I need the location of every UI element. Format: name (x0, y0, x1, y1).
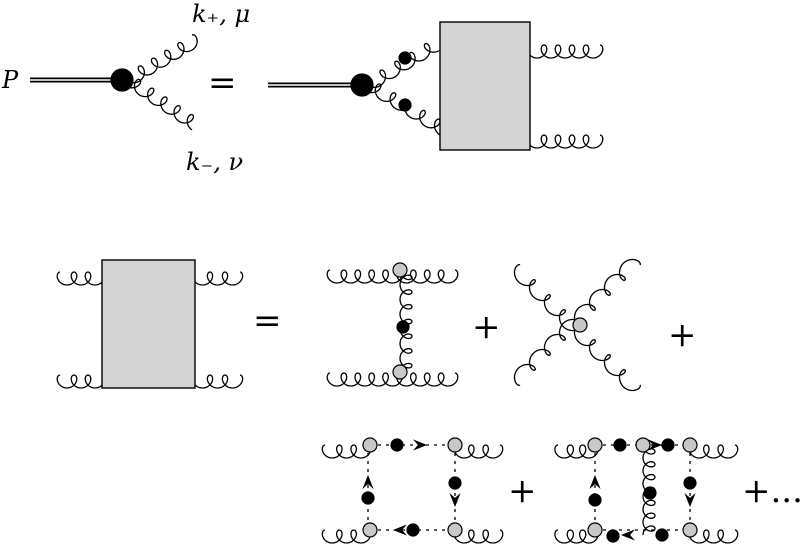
black-dot-vertex (448, 476, 462, 490)
ghost-arrow-icon (648, 439, 662, 451)
gluon-line (191, 271, 244, 286)
black-dot-vertex (396, 320, 410, 334)
gray-dot-vertex (587, 522, 603, 538)
gluon-line (526, 134, 604, 149)
ghost-arrow-icon (393, 524, 407, 536)
gluon-line (453, 444, 504, 459)
black-dot-vertex (606, 529, 620, 543)
plus-sign-1: + (472, 307, 501, 347)
plus-ellipsis: +... (742, 471, 800, 511)
gluon-line (526, 44, 604, 59)
ghost-arrow-icon (684, 493, 696, 507)
gray-dot-vertex (447, 437, 463, 453)
black-dot-vertex (398, 51, 412, 65)
gluon-line (321, 529, 372, 544)
gray-dot-vertex (447, 522, 463, 538)
label-meson-p: P (1, 66, 19, 94)
black-dot-vertex (643, 486, 657, 500)
gray-dot-vertex (587, 437, 603, 453)
ghost-arrow-icon (621, 529, 635, 541)
gluon-line (453, 529, 504, 544)
gluon-line (554, 529, 599, 544)
gluon-line (326, 269, 459, 284)
gray-dot-vertex (362, 437, 378, 453)
gray-dot-vertex (682, 522, 698, 538)
gluon-line (326, 372, 459, 387)
black-dot-vertex (350, 73, 374, 97)
gray-dot-vertex (635, 437, 651, 453)
gray-kernel-box-middle (101, 259, 196, 389)
gluon-line (124, 34, 198, 84)
gluon-line (688, 529, 739, 544)
gluon-line (56, 374, 106, 389)
black-dot-vertex (390, 438, 404, 452)
gray-dot-vertex (682, 437, 698, 453)
gluon-line (364, 34, 446, 89)
ghost-arrow-icon (413, 439, 427, 451)
black-dot-vertex (588, 493, 602, 507)
black-dot-vertex (661, 438, 675, 452)
equals-sign-middle: = (253, 301, 282, 341)
black-dot-vertex (406, 523, 420, 537)
ghost-arrow-icon (589, 475, 601, 489)
black-dot-vertex (361, 491, 375, 505)
ghost-arrow-icon (362, 475, 374, 489)
gluon-line (554, 444, 599, 459)
label-gluon-plus: k₊, μ (192, 0, 250, 28)
gray-dot-vertex (392, 262, 408, 278)
gray-kernel-box-top (439, 21, 531, 151)
gray-dot-vertex (392, 364, 408, 380)
gluon-line (399, 269, 413, 374)
gluon-line (191, 374, 244, 389)
gray-dot-vertex (362, 522, 378, 538)
black-dot-vertex (683, 476, 697, 490)
gluon-line (321, 444, 372, 459)
plus-sign-3: + (508, 471, 537, 511)
equals-sign-top: = (208, 63, 237, 103)
diagram-vertices (101, 21, 698, 543)
label-gluon-minus: k₋, ν (186, 148, 243, 176)
black-dot-vertex (613, 438, 627, 452)
black-dot-vertex (398, 98, 412, 112)
ghost-arrow-icon (449, 493, 461, 507)
plus-sign-2: + (668, 315, 697, 355)
black-dot-vertex (655, 528, 669, 542)
gluon-line (125, 78, 195, 131)
black-dot-vertex (110, 68, 134, 92)
gluon-line (688, 444, 739, 459)
gray-dot-vertex (572, 317, 588, 333)
gluon-line (56, 271, 106, 286)
